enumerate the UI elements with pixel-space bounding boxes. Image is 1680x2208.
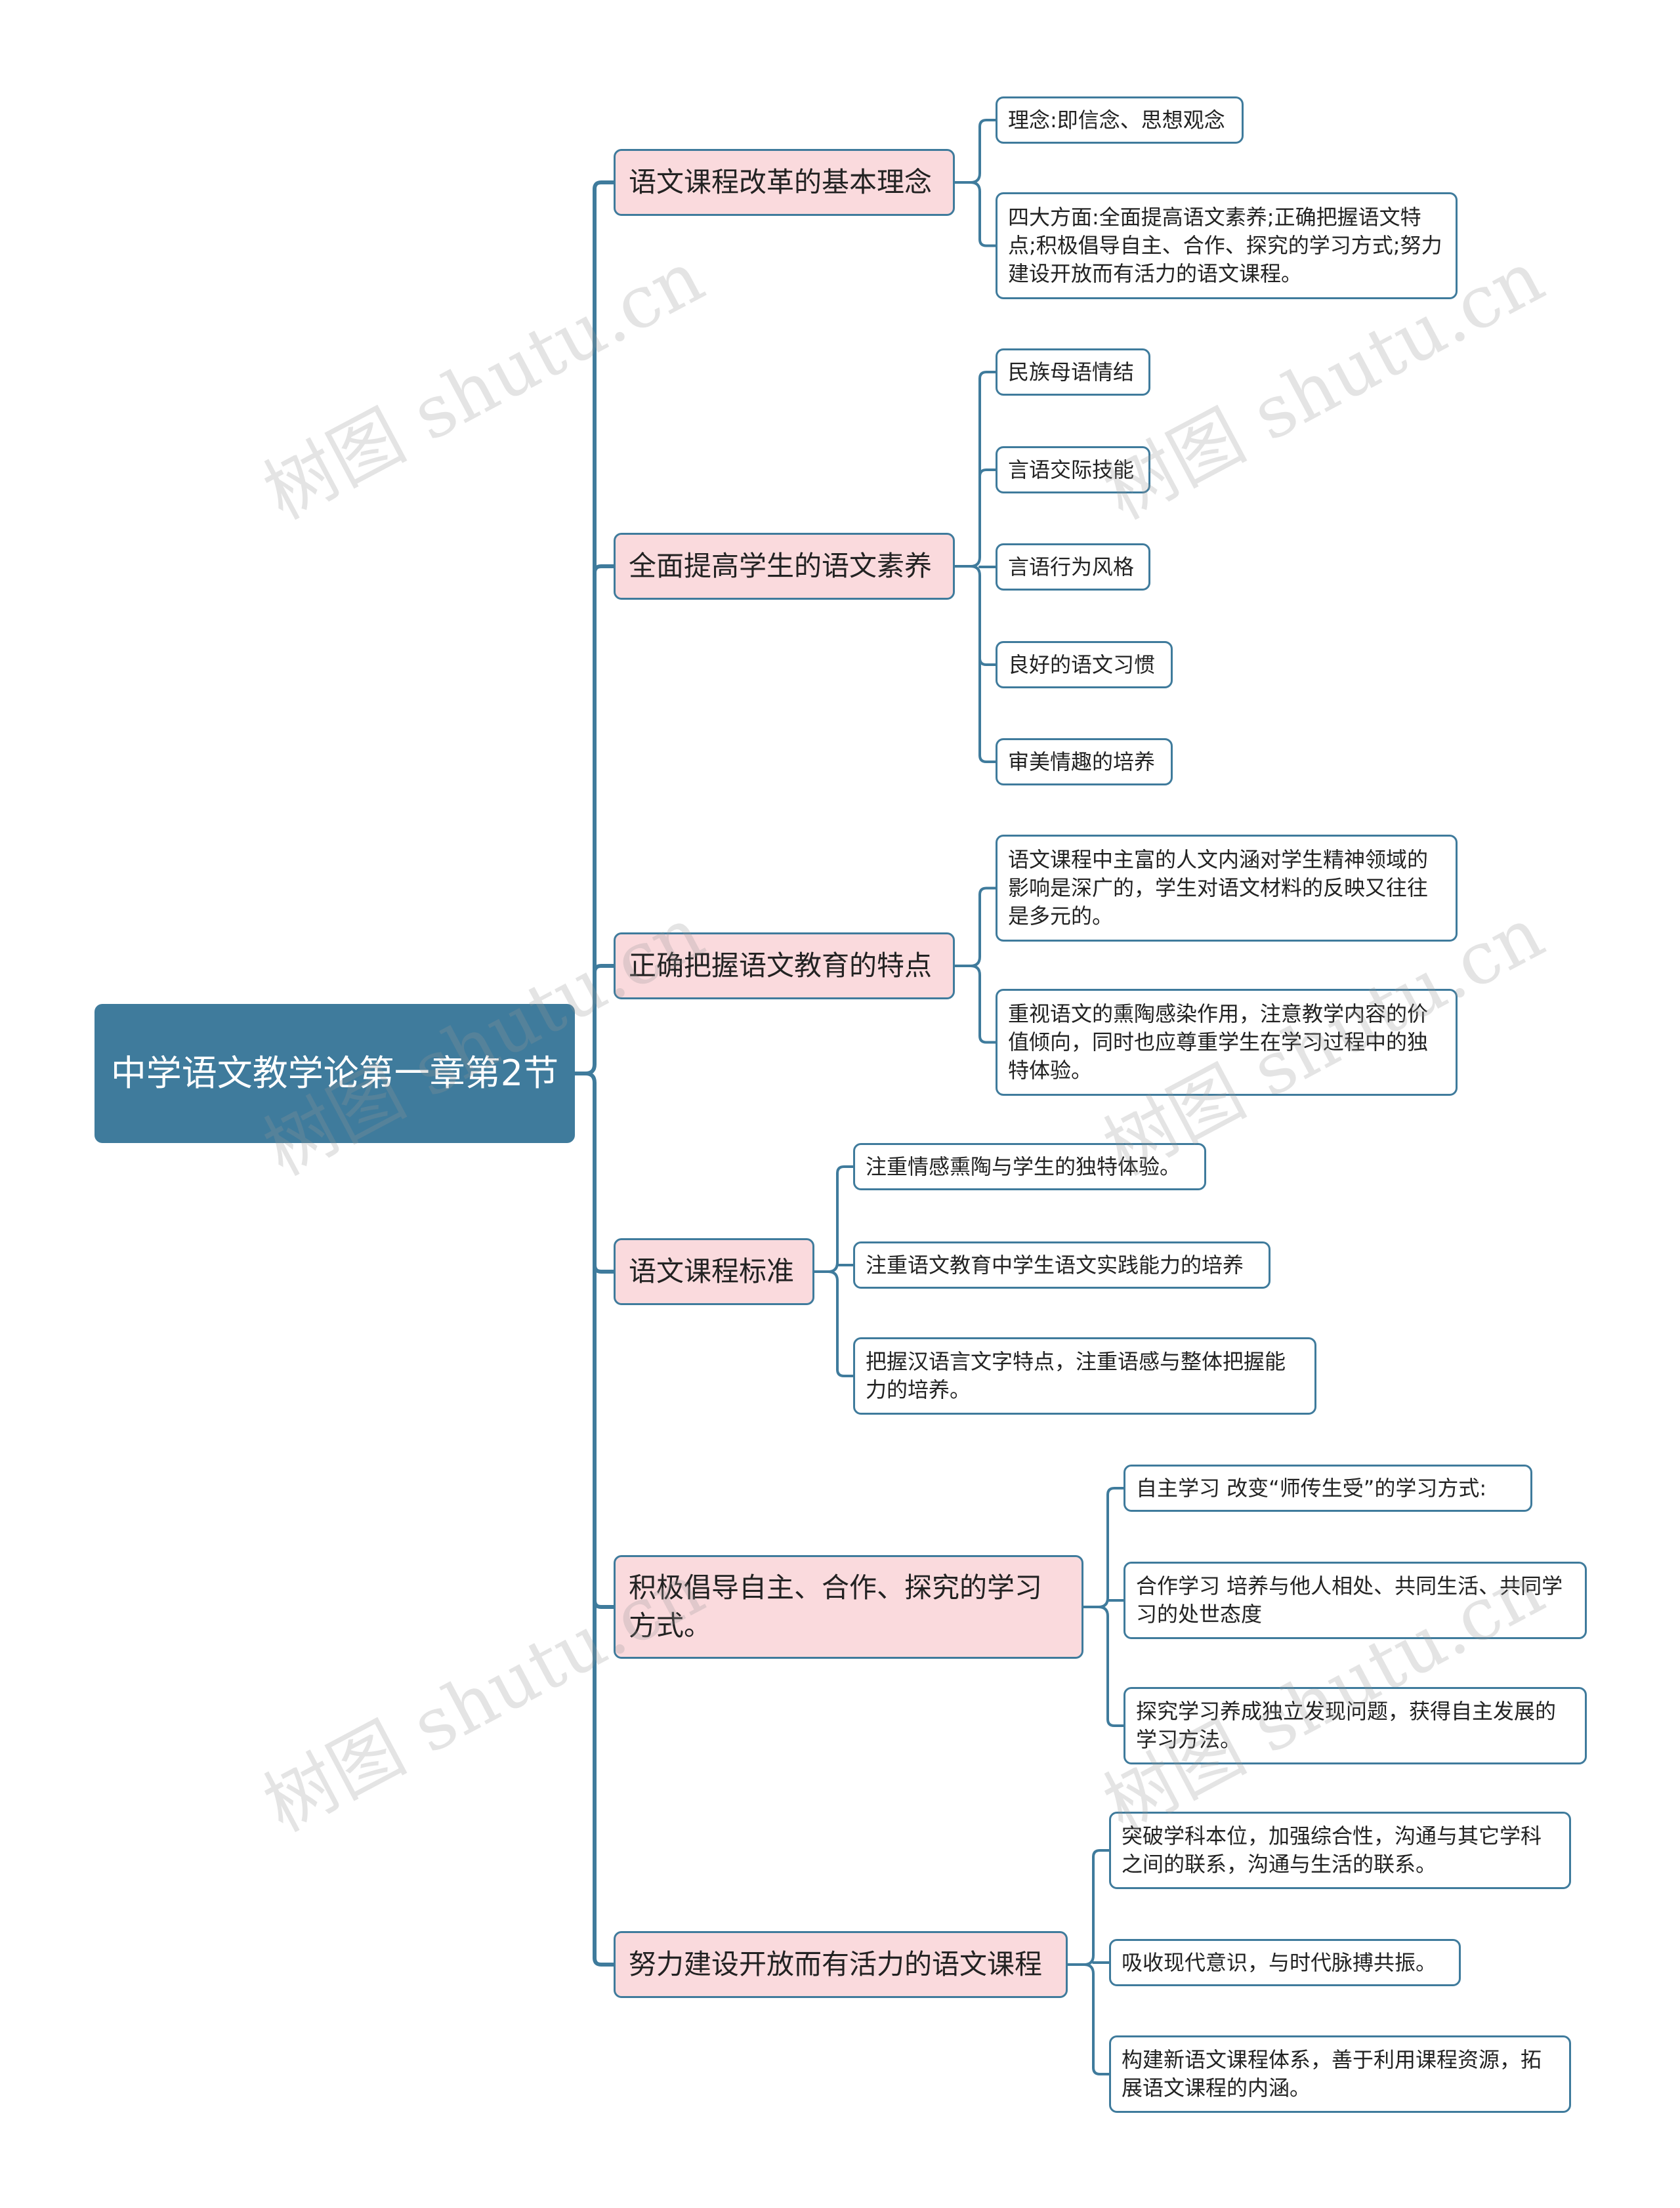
leaf-topic[interactable]: 自主学习 改变“师传生受”的学习方式: — [1124, 1465, 1532, 1512]
branch-connector-bar — [969, 125, 981, 241]
leaf-topic[interactable]: 语文课程中主富的人文内涵对学生精神领域的影响是深广的，学生对语文材料的反映又往往… — [996, 835, 1458, 942]
leaf-topic[interactable]: 四大方面:全面提高语文素养;正确把握语文特点;积极倡导自主、合作、探究的学习方式… — [996, 192, 1458, 299]
branch-topic-label: 努力建设开放而有活力的语文课程 — [629, 1948, 1043, 1980]
root-connector-link — [593, 1263, 616, 1274]
branch-connector-link — [978, 238, 997, 247]
branch-connector-link — [1092, 1849, 1110, 1858]
branch-topic-label: 正确把握语文教育的特点 — [629, 949, 933, 982]
branch-connector-bar — [827, 1172, 839, 1371]
branch-connector-bar — [969, 893, 981, 1037]
branch-topic-label: 语文课程改革的基本理念 — [629, 166, 933, 198]
branch-connector-link — [978, 371, 997, 380]
root-connector-link — [593, 180, 616, 191]
root-connector-link — [593, 1956, 616, 1967]
leaf-topic[interactable]: 重视语文的熏陶感染作用，注意教学内容的价值倾向，同时也应尊重学生在学习过程中的独… — [996, 989, 1458, 1096]
branch-topic[interactable]: 语文课程改革的基本理念 — [614, 149, 955, 216]
leaf-topic-label: 吸收现代意识，与时代脉搏共振。 — [1122, 1949, 1437, 1975]
leaf-topic[interactable]: 探究学习养成独立发现问题，获得自主发展的 学习方法。 — [1124, 1687, 1587, 1764]
leaf-topic[interactable]: 言语交际技能 — [996, 446, 1150, 493]
leaf-topic[interactable]: 审美情趣的培养 — [996, 738, 1173, 785]
root-connector-link — [593, 964, 616, 974]
branch-connector-link — [978, 119, 997, 128]
leaf-topic-label: 四大方面:全面提高语文素养;正确把握语文特点;积极倡导自主、合作、探究的学习方式… — [1008, 205, 1442, 286]
branch-connector-link — [978, 469, 997, 478]
branch-connector-bar — [1083, 1856, 1095, 2069]
leaf-topic-label: 言语行为风格 — [1008, 554, 1135, 579]
branch-connector-bar — [1097, 1493, 1109, 1720]
leaf-topic[interactable]: 吸收现代意识，与时代脉搏共振。 — [1109, 1939, 1461, 1986]
branch-topic-label: 语文课程标准 — [629, 1255, 795, 1287]
root-topic-label: 中学语文教学论第一章第2节 — [110, 1052, 559, 1094]
leaf-topic[interactable]: 言语行为风格 — [996, 543, 1150, 591]
root-connector-link — [593, 1598, 616, 1609]
leaf-topic[interactable]: 民族母语情结 — [996, 348, 1150, 396]
leaf-topic-label: 理念:即信念、思想观念 — [1008, 107, 1225, 133]
leaf-topic[interactable]: 理念:即信念、思想观念 — [996, 96, 1244, 144]
leaf-topic[interactable]: 突破学科本位，加强综合性，沟通与其它学科之间的联系，沟通与生活的联系。 — [1109, 1812, 1571, 1889]
leaf-topic[interactable]: 构建新语文课程体系，善于利用课程资源，拓展语文课程的内涵。 — [1109, 2035, 1571, 2113]
leaf-topic-label: 重视语文的熏陶感染作用，注意教学内容的价值倾向，同时也应尊重学生在学习过程中的独… — [1008, 1001, 1429, 1083]
leaf-topic-label: 自主学习 改变“师传生受”的学习方式: — [1136, 1475, 1487, 1501]
leaf-topic-label: 探究学习养成独立发现问题，获得自主发展的 学习方法。 — [1136, 1699, 1557, 1752]
branch-connector-link — [978, 1034, 997, 1044]
leaf-topic-label: 民族母语情结 — [1008, 359, 1135, 385]
leaf-topic[interactable]: 注重语文教育中学生语文实践能力的培养 — [853, 1241, 1270, 1289]
branch-topic-label: 全面提高学生的语文素养 — [629, 550, 933, 582]
branch-topic-label: 积极倡导自主、合作、探究的学习方式。 — [629, 1572, 1043, 1642]
branch-topic[interactable]: 正确把握语文教育的特点 — [614, 932, 955, 999]
branch-connector-link — [978, 886, 997, 896]
root-connector-link — [593, 564, 616, 575]
branch-topic[interactable]: 努力建设开放而有活力的语文课程 — [614, 1931, 1068, 1998]
leaf-topic-label: 审美情趣的培养 — [1008, 749, 1156, 774]
branch-connector-link — [978, 657, 997, 666]
branch-topic[interactable]: 全面提高学生的语文素养 — [614, 533, 955, 600]
branch-connector-link — [978, 754, 997, 763]
leaf-topic-label: 注重情感熏陶与学生的独特体验。 — [866, 1154, 1181, 1179]
branch-connector-link — [1106, 1487, 1125, 1496]
root-connector-bar — [583, 187, 597, 1960]
leaf-topic-label: 良好的语文习惯 — [1008, 652, 1156, 677]
branch-connector-link — [1106, 1718, 1125, 1727]
leaf-topic[interactable]: 良好的语文习惯 — [996, 641, 1173, 688]
root-topic[interactable]: 中学语文教学论第一章第2节 — [94, 1004, 575, 1143]
leaf-topic-label: 注重语文教育中学生语文实践能力的培养 — [866, 1252, 1244, 1278]
leaf-topic-label: 构建新语文课程体系，善于利用课程资源，拓展语文课程的内涵。 — [1122, 2047, 1542, 2100]
branch-connector-link — [836, 1368, 854, 1377]
leaf-topic[interactable]: 注重情感熏陶与学生的独特体验。 — [853, 1143, 1206, 1190]
leaf-topic[interactable]: 合作学习 培养与他人相处、共同生活、共同学习的处世态度 — [1124, 1562, 1587, 1639]
leaf-topic-label: 合作学习 培养与他人相处、共同生活、共同学习的处世态度 — [1136, 1573, 1563, 1627]
branch-connector-link — [836, 1165, 854, 1175]
branch-connector-link — [1092, 2066, 1110, 2075]
branch-connector-bar — [969, 377, 981, 757]
branch-topic[interactable]: 语文课程标准 — [614, 1238, 814, 1305]
leaf-topic-label: 突破学科本位，加强综合性，沟通与其它学科之间的联系，沟通与生活的联系。 — [1122, 1823, 1542, 1877]
leaf-topic-label: 语文课程中主富的人文内涵对学生精神领域的影响是深广的，学生对语文材料的反映又往往… — [1008, 847, 1429, 928]
leaf-topic-label: 把握汉语言文字特点，注重语感与整体把握能力的培养。 — [866, 1349, 1286, 1402]
leaf-topic[interactable]: 把握汉语言文字特点，注重语感与整体把握能力的培养。 — [853, 1337, 1316, 1415]
leaf-topic-label: 言语交际技能 — [1008, 457, 1135, 482]
branch-topic[interactable]: 积极倡导自主、合作、探究的学习方式。 — [614, 1555, 1083, 1659]
